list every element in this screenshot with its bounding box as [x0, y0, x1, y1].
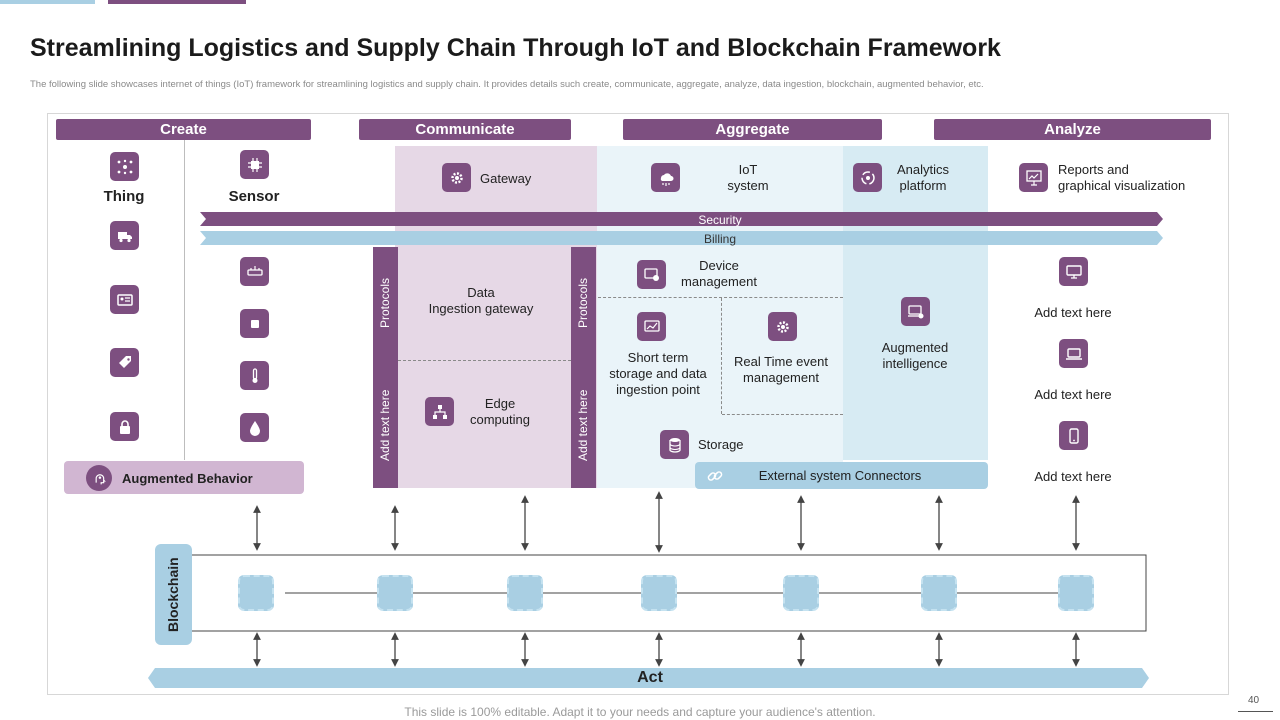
aggregate-divider-top	[598, 297, 843, 298]
water-drop-icon	[240, 413, 269, 442]
security-billing-arrows	[200, 212, 1163, 245]
top-accent-line-blue	[0, 0, 95, 4]
header-aggregate: Aggregate	[623, 119, 882, 140]
chip-icon	[240, 150, 269, 179]
gateway-label: Gateway	[480, 171, 532, 186]
link-icon	[705, 466, 725, 491]
gear-icon	[442, 163, 471, 192]
analyze-add-text-2: Add text here	[1034, 387, 1112, 402]
security-label: Security	[698, 213, 742, 227]
blockchain-node	[1058, 575, 1094, 611]
presentation-chart-icon	[1019, 163, 1048, 192]
footer-text: This slide is 100% editable. Adapt it to…	[404, 705, 876, 719]
header-create: Create	[56, 119, 311, 140]
brain-head-icon	[86, 465, 112, 491]
tag-icon	[110, 348, 139, 377]
device-management-label: Device management	[681, 258, 757, 289]
data-ingestion-label: Data Ingestion gateway	[428, 285, 534, 316]
analyze-add-text-1: Add text here	[1034, 305, 1112, 320]
thermometer-icon	[240, 361, 269, 390]
header-analyze: Analyze	[934, 119, 1211, 140]
sensor-label: Sensor	[228, 188, 280, 205]
blockchain-label: Blockchain	[165, 557, 181, 632]
blockchain-node	[641, 575, 677, 611]
laptop-icon	[1059, 339, 1088, 368]
external-connectors-box	[695, 462, 988, 489]
top-accent-line-purple	[108, 0, 246, 4]
aggregate-divider-bottom	[722, 414, 843, 415]
thing-label: Thing	[103, 188, 145, 205]
reports-label: Reports and graphical visualization	[1058, 162, 1186, 193]
settings-gear-icon	[768, 312, 797, 341]
blockchain-node	[377, 575, 413, 611]
analytics-platform-label: Analytics platform	[896, 162, 950, 193]
hierarchy-icon	[425, 397, 454, 426]
communicate-divider	[398, 360, 571, 361]
blockchain-node	[921, 575, 957, 611]
processor-icon	[240, 309, 269, 338]
router-icon	[240, 257, 269, 286]
network-nodes-icon	[110, 152, 139, 181]
truck-icon	[110, 221, 139, 250]
smartphone-icon	[1059, 421, 1088, 450]
storage-label: Storage	[698, 437, 744, 452]
aggregate-vertical-bar	[571, 247, 596, 488]
blockchain-node	[783, 575, 819, 611]
cloud-network-icon	[651, 163, 680, 192]
communicate-zone	[395, 146, 597, 488]
augmented-intelligence-label: Augmented intelligence	[881, 340, 949, 371]
page-number: 40	[1248, 695, 1260, 706]
blockchain-box	[155, 544, 192, 645]
page-subtitle: The following slide showcases internet o…	[30, 79, 984, 90]
analyze-add-text-3: Add text here	[1034, 469, 1112, 484]
diagram-frame	[47, 113, 1229, 695]
id-card-icon	[110, 285, 139, 314]
edge-computing-label: Edge computing	[470, 396, 530, 427]
monitor-icon	[1059, 257, 1088, 286]
communicate-vertical-bar	[373, 247, 398, 488]
real-time-event-label: Real Time event management	[734, 354, 828, 385]
blockchain-node	[238, 575, 274, 611]
short-term-storage-label: Short term storage and data ingestion po…	[609, 350, 707, 397]
laptop-gear-icon	[901, 297, 930, 326]
database-icon	[660, 430, 689, 459]
blockchain-node	[507, 575, 543, 611]
header-communicate: Communicate	[359, 119, 571, 140]
page-title: Streamlining Logistics and Supply Chain …	[30, 34, 1001, 62]
billing-label: Billing	[703, 232, 736, 246]
iot-system-label: IoT system	[727, 162, 769, 193]
create-divider	[184, 140, 185, 460]
augmented-behavior-label: Augmented Behavior	[122, 471, 253, 486]
external-connectors-label: External system Connectors	[758, 468, 922, 483]
monitor-chart-icon	[637, 312, 666, 341]
act-label: Act	[637, 669, 663, 686]
lock-icon	[110, 412, 139, 441]
aggregate-divider-mid	[721, 298, 722, 414]
page-number-underline	[1238, 711, 1273, 712]
analytics-cycle-icon	[853, 163, 882, 192]
device-settings-icon	[637, 260, 666, 289]
